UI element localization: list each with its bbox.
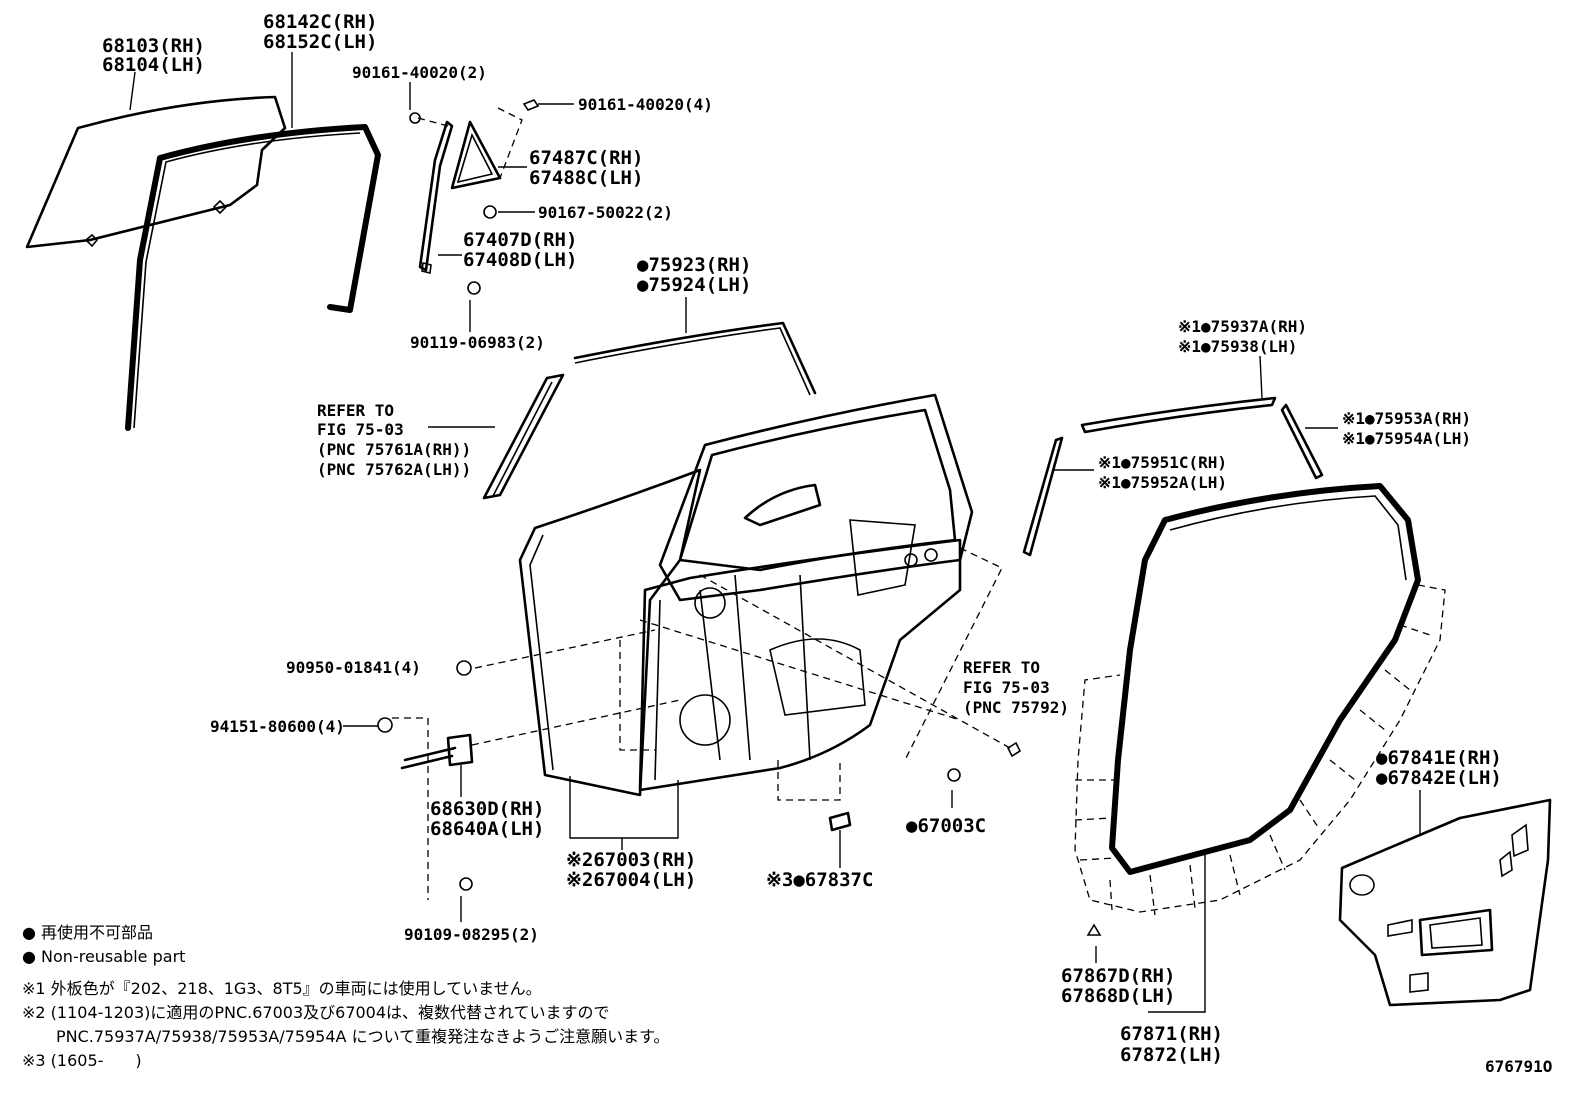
label-75953: ※1●75953A(RH) xyxy=(1342,409,1471,428)
pillar-garnish xyxy=(482,373,565,500)
note-2a: ※2 (1104-1203)に適用のPNC.67003及び67004は、複数代替… xyxy=(22,1003,610,1022)
moulding-strips-right xyxy=(1022,396,1324,557)
label-67837: ※3●67837C xyxy=(766,869,873,891)
part-labels: 68103(RH) 68104(LH) 68142C(RH) 68152C(LH… xyxy=(102,11,1552,1076)
label-67842: ●67842E(LH) xyxy=(1376,767,1502,789)
quarter-window-glass xyxy=(450,99,540,219)
refer-1-line-c: (PNC 75761A(RH)) xyxy=(317,440,471,459)
label-90161-a: 90161-40020(2) xyxy=(352,63,487,82)
label-75951: ※1●75951C(RH) xyxy=(1098,453,1227,472)
belt-moulding-75923 xyxy=(573,321,817,396)
label-67487: 67487C(RH) xyxy=(529,147,643,169)
label-67004: ※267004(LH) xyxy=(566,869,696,891)
label-67868: 67868D(LH) xyxy=(1061,985,1175,1007)
note-2b: PNC.75937A/75938/75953A/75954A について重複発注な… xyxy=(56,1027,669,1046)
label-68103: 68103(RH) xyxy=(102,35,205,57)
label-90109: 90109-08295(2) xyxy=(404,925,539,944)
footnotes: ※1 外板色が『202、218、1G3、8T5』の車両には使用していません。 ※… xyxy=(22,979,669,1070)
label-67407: 67407D(RH) xyxy=(463,229,577,251)
dashed-leaders xyxy=(392,107,1011,900)
legend: ● 再使用不可部品 ● Non-reusable part xyxy=(22,923,185,966)
label-68630: 68630D(RH) xyxy=(430,798,544,820)
label-68152: 68152C(LH) xyxy=(263,31,377,53)
label-75923: ●75923(RH) xyxy=(637,254,751,276)
label-67488: 67488C(LH) xyxy=(529,167,643,189)
door-glass xyxy=(25,95,287,249)
label-67003c: ●67003C xyxy=(906,815,986,837)
door-trim-panel xyxy=(1338,798,1552,1007)
label-75938: ※1●75938(LH) xyxy=(1178,337,1297,356)
refer-1-line-d: (PNC 75762A(LH)) xyxy=(317,460,471,479)
label-68104: 68104(LH) xyxy=(102,54,205,76)
label-67003: ※267003(RH) xyxy=(566,849,696,871)
refer-2-line-c: (PNC 75792) xyxy=(963,698,1069,717)
legend-japanese: ● 再使用不可部品 xyxy=(22,923,153,942)
label-67872: 67872(LH) xyxy=(1120,1044,1223,1066)
label-94151: 94151-80600(4) xyxy=(210,717,345,736)
label-68640: 68640A(LH) xyxy=(430,818,544,840)
label-75954: ※1●75954A(LH) xyxy=(1342,429,1471,448)
label-67871: 67871(RH) xyxy=(1120,1023,1223,1045)
label-75952: ※1●75952A(LH) xyxy=(1098,473,1227,492)
label-67867: 67867D(RH) xyxy=(1061,965,1175,987)
door-weatherstrip xyxy=(1074,483,1446,936)
label-68142: 68142C(RH) xyxy=(263,11,377,33)
legend-english: ● Non-reusable part xyxy=(22,947,185,966)
label-75924: ●75924(LH) xyxy=(637,274,751,296)
note-1: ※1 外板色が『202、218、1G3、8T5』の車両には使用していません。 xyxy=(22,979,542,998)
rear-door-panel xyxy=(518,393,974,797)
label-90950: 90950-01841(4) xyxy=(286,658,421,677)
label-67408: 67408D(LH) xyxy=(463,249,577,271)
figure-number: 676791O xyxy=(1485,1057,1552,1076)
label-90167: 90167-50022(2) xyxy=(538,203,673,222)
refer-2-line-b: FIG 75-03 xyxy=(963,678,1050,697)
glass-run-channel xyxy=(125,124,381,431)
label-90119: 90119-06983(2) xyxy=(410,333,545,352)
leader-lines xyxy=(129,52,1421,1013)
label-90161-b: 90161-40020(4) xyxy=(578,95,713,114)
refer-1-line-a: REFER TO xyxy=(317,401,394,420)
refer-1-line-b: FIG 75-03 xyxy=(317,420,404,439)
refer-2-line-a: REFER TO xyxy=(963,658,1040,677)
label-67841: ●67841E(RH) xyxy=(1376,747,1502,769)
door-check xyxy=(377,660,1022,891)
note-3: ※3 (1605- ) xyxy=(22,1051,142,1070)
label-75937: ※1●75937A(RH) xyxy=(1178,317,1307,336)
